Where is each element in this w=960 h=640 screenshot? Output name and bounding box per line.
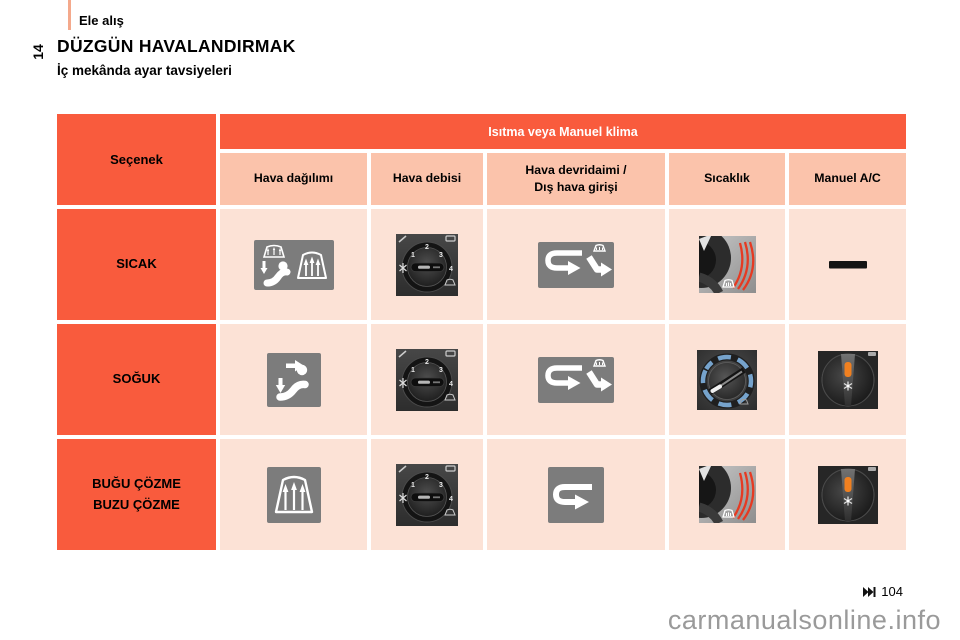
fan-speed-knob-icon: 1 2 3 4 [396,233,458,296]
temperature-hot-knob-icon [698,466,756,523]
cell-sicak-manual-ac [789,209,906,320]
svg-text:3: 3 [439,482,443,489]
section-accent-line [68,0,71,30]
temperature-hot-knob-icon [698,236,756,293]
page-reference-number: 104 [881,584,903,599]
watermark: carmanualsonline.info [667,605,941,635]
column-header-temperature: Sıcaklık [669,153,785,205]
ventilation-settings-table: Seçenek Isıtma veya Manuel klima Hava da… [57,114,906,550]
cell-soguk-air-recirculation [487,324,665,435]
column-header-manual-ac: Manuel A/C [789,153,906,205]
cell-soguk-manual-ac [789,324,906,435]
cell-soguk-air-flow: 1 2 3 4 [371,324,483,435]
cell-sicak-air-distribution [220,209,367,320]
svg-text:4: 4 [449,381,453,388]
column-header-air-recirculation: Hava devridaimi /Dış hava girişi [487,153,665,205]
cell-sicak-temperature [669,209,785,320]
svg-text:1: 1 [411,252,415,259]
row-label-soguk: SOĞUK [57,324,216,435]
column-header-air-distribution: Hava dağılımı [220,153,367,205]
air-recirculation-and-vent-icon [538,241,614,288]
air-distribution-windshield-feet-icon [253,239,334,290]
manual-ac-knob-icon [817,465,878,524]
svg-text:2: 2 [425,244,429,251]
fan-speed-knob-icon: 1 2 3 4 [396,348,458,411]
svg-text:1: 1 [411,367,415,374]
air-distribution-face-feet-icon [266,352,321,407]
cell-sicak-air-recirculation [487,209,665,320]
svg-text:2: 2 [425,474,429,481]
svg-text:3: 3 [439,367,443,374]
windshield-defrost-icon [266,466,321,523]
page-subtitle: İç mekânda ayar tavsiyeleri [57,63,232,78]
section-label: Ele alış [79,13,124,28]
ac-off-dash-icon [828,260,867,268]
page-title: DÜZGÜN HAVALANDIRMAK [57,36,296,56]
cell-soguk-temperature [669,324,785,435]
cell-bugu-air-recirculation [487,439,665,550]
group-header-heating-or-manual-ac: Isıtma veya Manuel klima [220,114,906,149]
cell-sicak-air-flow: 1 2 3 4 [371,209,483,320]
cell-bugu-manual-ac [789,439,906,550]
cell-bugu-air-flow: 1 2 3 4 [371,439,483,550]
svg-text:2: 2 [425,359,429,366]
column-header-air-flow: Hava debisi [371,153,483,205]
svg-text:4: 4 [449,266,453,273]
outside-air-intake-icon [548,466,604,523]
svg-text:4: 4 [449,496,453,503]
page-reference: 104 [863,584,903,599]
next-page-icon [863,586,876,597]
svg-text:1: 1 [411,482,415,489]
svg-text:3: 3 [439,252,443,259]
air-recirculation-and-vent-icon [538,356,614,403]
column-header-option: Seçenek [57,114,216,205]
page-number-vertical: 14 [30,44,46,60]
cell-bugu-air-distribution [220,439,367,550]
row-label-sicak: SICAK [57,209,216,320]
manual-ac-knob-icon [817,350,878,409]
temperature-cold-knob-icon [697,349,757,410]
fan-speed-knob-icon: 1 2 3 4 [396,463,458,526]
cell-soguk-air-distribution [220,324,367,435]
cell-bugu-temperature [669,439,785,550]
